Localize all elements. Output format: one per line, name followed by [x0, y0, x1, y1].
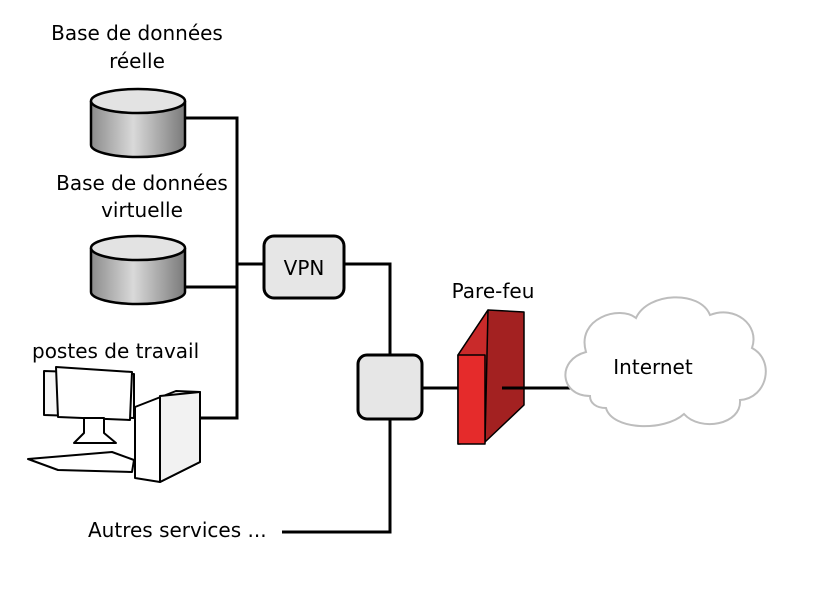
database-icon	[89, 87, 187, 159]
firewall-label: Pare-feu	[452, 279, 535, 303]
db-real-label-line1: Base de données	[51, 21, 223, 45]
workstations-label: postes de travail	[32, 339, 199, 363]
db-virtual-label-line2: virtuelle	[101, 198, 183, 222]
other-services-link	[282, 419, 392, 534]
internet-label: Internet	[613, 355, 693, 379]
firewall-icon	[457, 309, 525, 445]
vpn-node: VPN	[262, 234, 346, 300]
db-real-link	[185, 116, 239, 420]
database-icon	[89, 234, 187, 306]
desktop-computer-icon	[27, 366, 201, 483]
other-services-label: Autres services ...	[88, 518, 267, 542]
vpn-label: VPN	[284, 256, 325, 280]
network-switch-icon	[356, 353, 424, 421]
cloud-icon	[564, 296, 767, 428]
vpn-right-link	[344, 262, 392, 357]
db-real-label-line2: réelle	[109, 49, 165, 73]
db-virtual-label-line1: Base de données	[56, 171, 228, 195]
